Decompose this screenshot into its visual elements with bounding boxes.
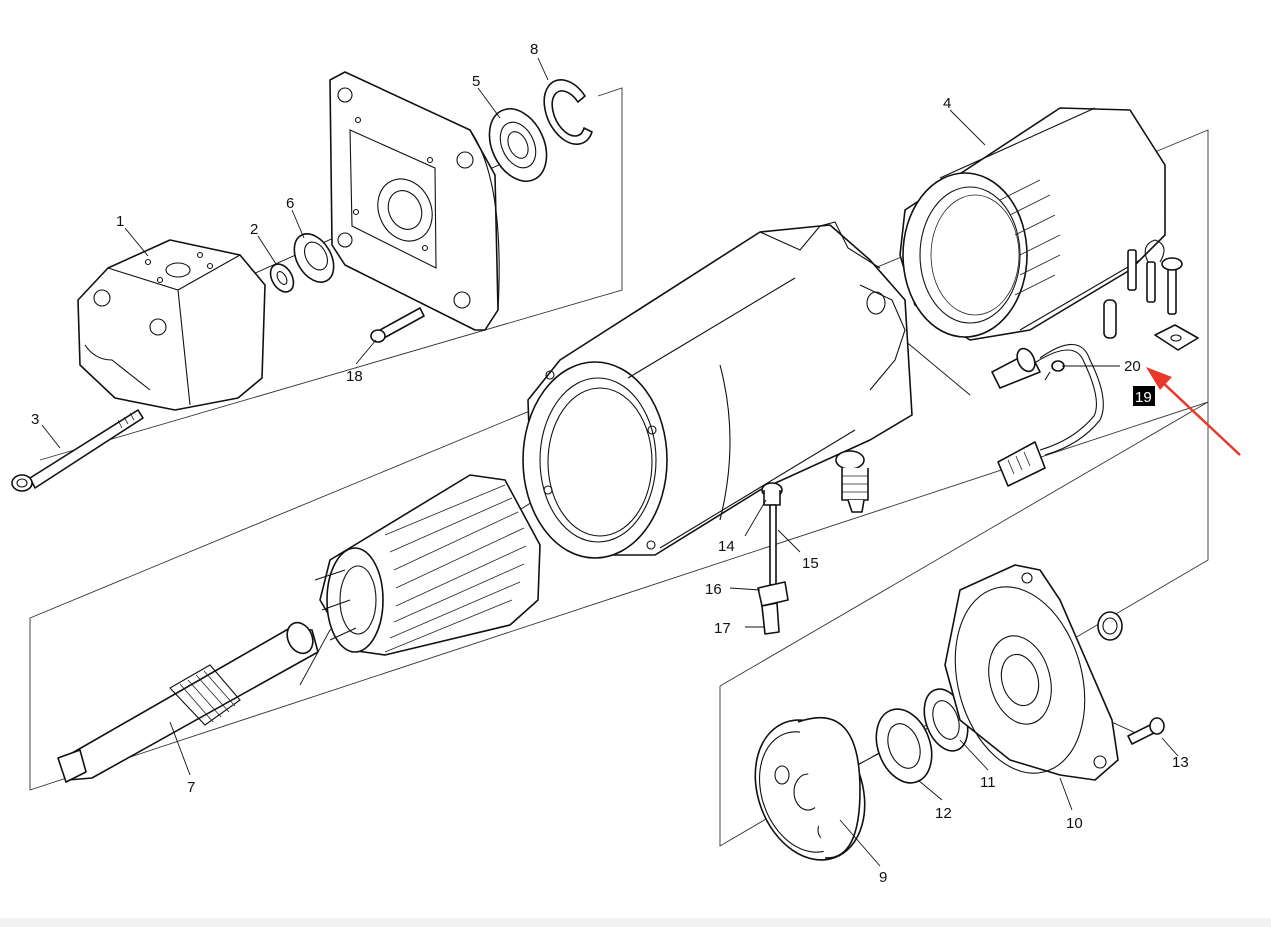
part-4-stator-ring bbox=[899, 107, 1166, 341]
part-10-end-cover bbox=[944, 564, 1119, 781]
part-16-17-clips bbox=[757, 581, 789, 635]
callout-20: 20 bbox=[1124, 358, 1141, 375]
part-6-seal bbox=[293, 233, 335, 283]
annotation-arrow bbox=[1146, 367, 1241, 456]
callout-labels: 1 2 3 4 5 6 7 8 9 10 11 12 13 14 15 16 1… bbox=[31, 41, 1189, 886]
part-3-long-bolt bbox=[11, 409, 144, 492]
callout-5: 5 bbox=[472, 73, 480, 90]
callout-16: 16 bbox=[705, 581, 722, 598]
part-12-bearing bbox=[875, 708, 933, 784]
part-15-tube bbox=[769, 504, 777, 586]
callout-8: 8 bbox=[530, 41, 538, 58]
part-2-coupling bbox=[269, 263, 295, 293]
callout-11: 11 bbox=[980, 774, 996, 791]
callout-14: 14 bbox=[718, 538, 735, 555]
callout-10: 10 bbox=[1066, 815, 1083, 832]
end-cap bbox=[1097, 611, 1123, 641]
bottom-strip bbox=[0, 918, 1271, 927]
leader-lines bbox=[41, 57, 1179, 867]
breather-valve bbox=[835, 450, 869, 513]
rotor bbox=[314, 474, 541, 656]
part-18-bolt bbox=[370, 307, 425, 343]
part-7-shaft bbox=[57, 621, 319, 783]
callout-6: 6 bbox=[286, 195, 294, 212]
callout-2: 2 bbox=[250, 221, 258, 238]
part-20-sensor-screw bbox=[1044, 360, 1065, 381]
callout-19: 19 bbox=[1135, 389, 1152, 406]
part-8-circlip bbox=[543, 79, 593, 145]
part-14-fitting bbox=[761, 482, 783, 506]
callout-15: 15 bbox=[802, 555, 819, 572]
callout-3: 3 bbox=[31, 411, 39, 428]
callout-12: 12 bbox=[935, 805, 952, 822]
callout-7: 7 bbox=[187, 779, 195, 796]
callout-4: 4 bbox=[943, 95, 951, 112]
part-4-hardware bbox=[1103, 239, 1199, 351]
part-1-pump-housing bbox=[77, 239, 266, 411]
callout-1: 1 bbox=[116, 213, 124, 230]
part-19-sensor-cable bbox=[991, 344, 1104, 487]
part-5-bearing bbox=[488, 108, 548, 182]
callout-18: 18 bbox=[346, 368, 363, 385]
part-13-screw bbox=[1127, 717, 1165, 745]
callout-9: 9 bbox=[879, 869, 887, 886]
motor-housing bbox=[522, 221, 913, 559]
mounting-flange-plate bbox=[329, 71, 500, 331]
callout-13: 13 bbox=[1172, 754, 1189, 771]
part-9-gear bbox=[754, 716, 866, 861]
callout-19-box bbox=[1133, 386, 1155, 406]
callout-17: 17 bbox=[714, 620, 731, 637]
